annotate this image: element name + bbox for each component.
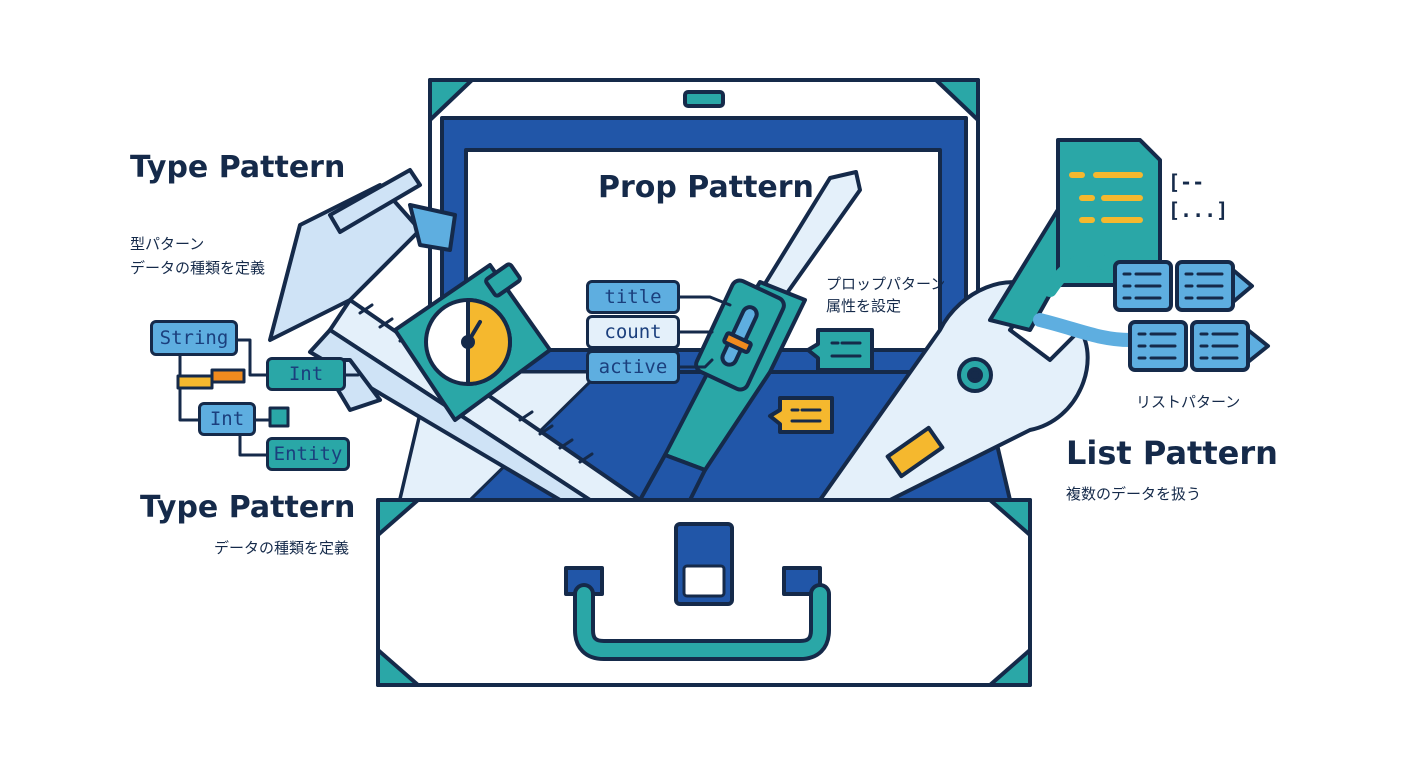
prop-chip-count: count [586, 315, 680, 349]
type-pattern-bottom-title: Type Pattern [140, 490, 356, 525]
type-pattern-top-title: Type Pattern [130, 150, 346, 185]
document-icon [1033, 138, 1162, 347]
prop-pattern-title: Prop Pattern [598, 170, 814, 205]
list-bracket-open: [-- [1168, 170, 1205, 194]
chat-bubble-icon [768, 328, 874, 434]
list-card-icon [1113, 260, 1270, 372]
prop-pattern-subtitle-2: 属性を設定 [826, 297, 902, 315]
type-chip-int: Int [266, 357, 346, 391]
type-pattern-top-subtitle-1: 型パターン [130, 235, 205, 253]
list-pattern-subtitle: 複数のデータを扱う [1066, 485, 1202, 503]
prop-pattern-subtitle-1: プロップパターン [826, 275, 946, 293]
type-chip-int-2: Int [198, 402, 256, 436]
toolbox-icon [376, 498, 1032, 687]
type-chip-string: String [150, 320, 238, 356]
list-bracket-ellipsis: [...] [1168, 198, 1229, 222]
prop-chip-title: title [586, 280, 680, 314]
gauge-icon [393, 262, 552, 422]
type-pattern-top-subtitle-2: データの種類を定義 [130, 259, 266, 277]
screwdriver-icon [638, 170, 862, 502]
list-pattern-caption: リストパターン [1136, 393, 1241, 411]
list-pattern-title: List Pattern [1066, 434, 1278, 472]
type-pattern-bottom-subtitle: データの種類を定義 [214, 539, 350, 557]
prop-chip-active: active [586, 350, 680, 384]
type-chip-entity: Entity [266, 437, 350, 471]
